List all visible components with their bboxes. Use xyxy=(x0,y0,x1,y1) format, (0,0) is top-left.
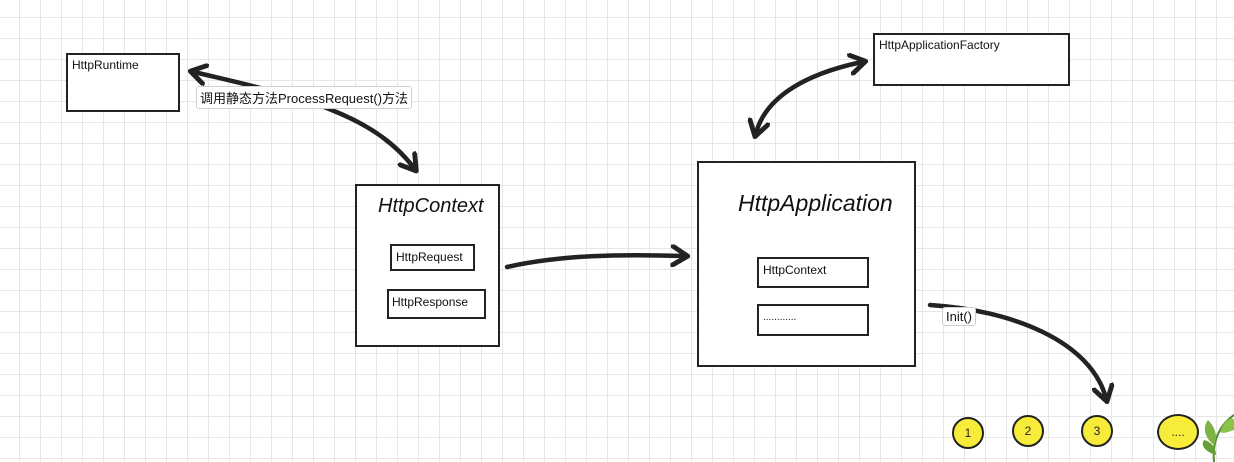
http-application-factory-label: HttpApplicationFactory xyxy=(879,38,1000,52)
http-request-box[interactable]: HttpRequest xyxy=(390,244,475,271)
http-application-more-box[interactable]: ............ xyxy=(757,304,869,336)
http-response-label: HttpResponse xyxy=(392,295,469,309)
http-application-factory-box[interactable]: HttpApplicationFactory xyxy=(873,33,1070,86)
module-circle-2-label: 2 xyxy=(1024,424,1032,438)
module-circle-3-label: 3 xyxy=(1093,424,1101,438)
http-context-title: HttpContext xyxy=(378,195,484,217)
arrow-context-application xyxy=(504,255,684,270)
leaf-icon xyxy=(1202,414,1234,462)
http-application-box[interactable]: HttpApplication HttpContext ............ xyxy=(697,161,916,367)
arrow-factory-application xyxy=(756,62,862,133)
module-circle-2[interactable]: 2 xyxy=(1012,415,1044,447)
http-application-more-label: ............ xyxy=(763,312,797,323)
http-application-context-label: HttpContext xyxy=(763,263,827,277)
process-request-label: 调用静态方法ProcessRequest()方法 xyxy=(196,86,413,109)
module-circle-more-label: .... xyxy=(1171,425,1185,439)
module-circle-more[interactable]: .... xyxy=(1157,414,1199,450)
module-circle-1[interactable]: 1 xyxy=(952,417,984,449)
init-label: Init() xyxy=(942,307,976,326)
http-application-context-box[interactable]: HttpContext xyxy=(757,257,869,288)
http-request-label: HttpRequest xyxy=(396,250,463,264)
module-circle-1-label: 1 xyxy=(964,426,972,440)
http-response-box[interactable]: HttpResponse xyxy=(387,289,486,319)
module-circle-3[interactable]: 3 xyxy=(1081,415,1113,447)
http-application-title: HttpApplication xyxy=(738,190,893,216)
http-runtime-box[interactable]: HttpRuntime xyxy=(66,53,180,112)
http-context-box[interactable]: HttpContext HttpRequest HttpResponse xyxy=(355,184,500,347)
http-runtime-label: HttpRuntime xyxy=(72,58,139,72)
